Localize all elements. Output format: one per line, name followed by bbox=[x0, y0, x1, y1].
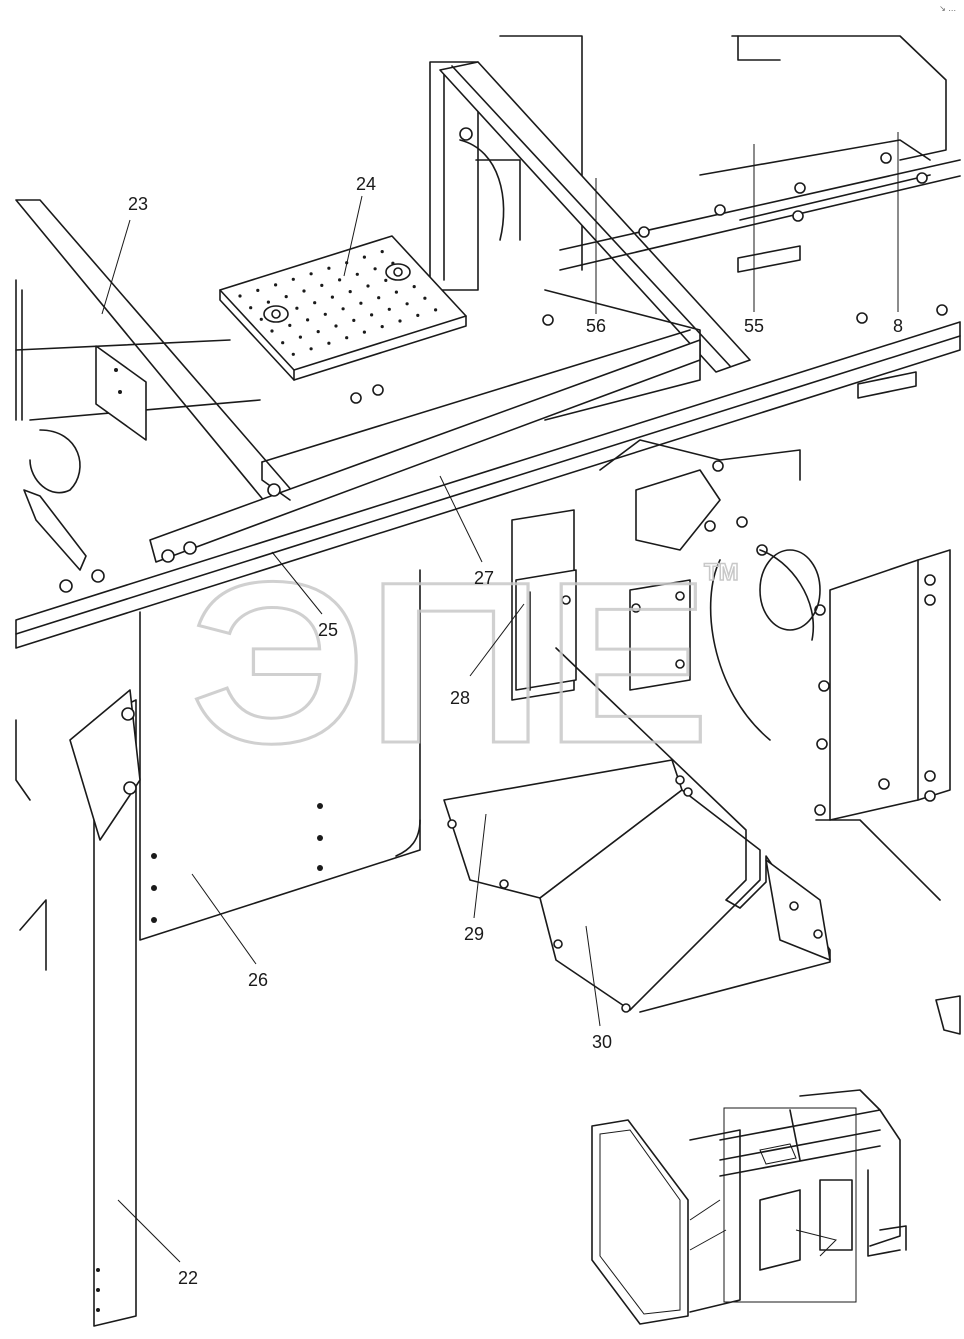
callout-23: 23 bbox=[128, 194, 148, 214]
leader-28 bbox=[469, 603, 525, 677]
perforation-hole bbox=[341, 307, 345, 311]
perforation-hole bbox=[377, 296, 381, 300]
watermark-trademark: TM bbox=[704, 559, 739, 586]
watermark-text: ЭПЕ bbox=[190, 534, 710, 791]
corner-mark: ↘ ... bbox=[939, 4, 956, 13]
perforation-hole bbox=[259, 317, 263, 321]
leader-27 bbox=[439, 475, 483, 563]
flaps-29-30 bbox=[443, 647, 831, 1013]
callout-27: 27 bbox=[474, 568, 494, 588]
perforation-hole bbox=[302, 289, 306, 293]
leader-29 bbox=[473, 813, 487, 919]
perforation-hole bbox=[313, 301, 317, 305]
perforation-hole bbox=[291, 352, 295, 356]
perforation-hole bbox=[398, 319, 402, 323]
leader-30 bbox=[585, 925, 601, 1027]
leader-26 bbox=[191, 873, 257, 965]
perforation-hole bbox=[309, 347, 313, 351]
perforation-hole bbox=[352, 318, 356, 322]
callout-22: 22 bbox=[178, 1268, 198, 1288]
perforation-hole bbox=[256, 288, 260, 292]
perforation-hole bbox=[345, 336, 349, 340]
callout-28: 28 bbox=[450, 688, 470, 708]
upper-frame bbox=[429, 35, 961, 421]
callout-30: 30 bbox=[592, 1032, 612, 1052]
perforation-hole bbox=[384, 278, 388, 282]
callout-25: 25 bbox=[318, 620, 338, 640]
perforation-hole bbox=[423, 296, 427, 300]
perforation-hole bbox=[338, 278, 342, 282]
perforation-hole bbox=[394, 290, 398, 294]
perforation-hole bbox=[373, 267, 377, 271]
callout-labels: 23 24 56 55 8 27 25 28 29 26 30 22 bbox=[128, 174, 903, 1288]
perforation-hole bbox=[291, 277, 295, 281]
callout-55: 55 bbox=[744, 316, 764, 336]
perforation-hole bbox=[323, 312, 327, 316]
perforation-hole bbox=[355, 272, 359, 276]
perforation-hole bbox=[320, 283, 324, 287]
perforation-hole bbox=[362, 330, 366, 334]
leader-25 bbox=[271, 551, 323, 615]
left-frame-23 bbox=[15, 199, 301, 571]
perforation-hole bbox=[412, 285, 416, 289]
perforation-hole bbox=[334, 324, 338, 328]
perforation-hole bbox=[330, 295, 334, 299]
perforation-hole bbox=[362, 255, 366, 259]
leader-24 bbox=[343, 195, 363, 277]
perforation-hole bbox=[288, 323, 292, 327]
perforation-hole bbox=[266, 300, 270, 304]
perforation-hole bbox=[370, 313, 374, 317]
perforation-hole bbox=[380, 325, 384, 329]
lower-right-fragment bbox=[935, 995, 961, 1035]
perforation-hole bbox=[380, 250, 384, 254]
callout-24: 24 bbox=[356, 174, 376, 194]
perforation-hole bbox=[359, 301, 363, 305]
callout-29: 29 bbox=[464, 924, 484, 944]
perforation-hole bbox=[270, 329, 274, 333]
perforation-hole bbox=[416, 313, 420, 317]
callout-26: 26 bbox=[248, 970, 268, 990]
perforation-hole bbox=[249, 306, 253, 310]
perforation-hole bbox=[309, 272, 313, 276]
perforation-hole bbox=[295, 306, 299, 310]
leader-lines bbox=[101, 132, 899, 1263]
perforation-hole bbox=[366, 284, 370, 288]
perforation-hole bbox=[327, 341, 331, 345]
perforation-hole bbox=[274, 283, 278, 287]
perforation-hole bbox=[387, 307, 391, 311]
perforation-hole bbox=[316, 330, 320, 334]
callout-8: 8 bbox=[893, 316, 903, 336]
post-22 bbox=[15, 689, 141, 1327]
bracket-28 bbox=[511, 509, 577, 701]
perforation-hole bbox=[284, 295, 288, 299]
leader-23 bbox=[101, 219, 131, 315]
right-housing bbox=[599, 439, 951, 901]
perforation-hole bbox=[306, 318, 310, 322]
perforation-hole bbox=[405, 302, 409, 306]
perforation-hole bbox=[348, 290, 352, 294]
perforation-hole bbox=[327, 266, 331, 270]
perforation-hole bbox=[434, 308, 438, 312]
leader-22 bbox=[117, 1199, 181, 1263]
watermark: ЭПЕ TM bbox=[189, 533, 740, 793]
perforated-plate-24 bbox=[219, 235, 467, 404]
long-beam-25-27 bbox=[15, 321, 961, 649]
inset-overview bbox=[591, 1089, 907, 1325]
perforation-hole bbox=[281, 341, 285, 345]
callout-56: 56 bbox=[586, 316, 606, 336]
perforation-hole bbox=[298, 335, 302, 339]
perforation-hole bbox=[238, 294, 242, 298]
